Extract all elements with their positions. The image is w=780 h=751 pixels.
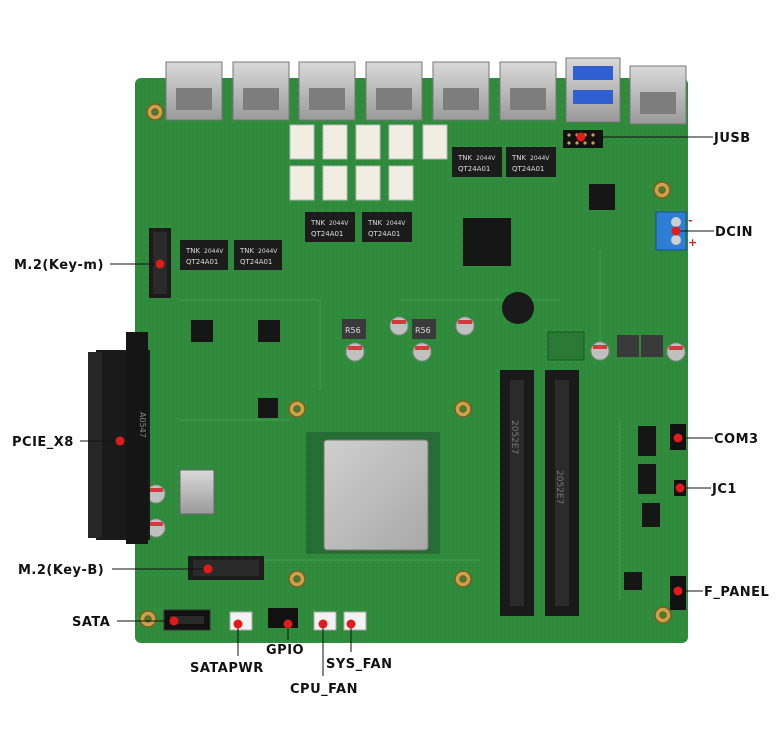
svg-text:QT24A01: QT24A01 [186,258,218,266]
label-m2-key-b: M.2(Key-B) [18,563,104,578]
callout-jusb: JUSB [576,131,751,146]
callout-gpio: GPIO [266,619,304,658]
svg-text:QT24A01: QT24A01 [368,230,400,238]
transformer-brand: TNK [185,247,201,255]
label-sata: SATA [72,615,110,630]
rj45-port-5 [432,61,490,121]
callout-jc1: JC1 [675,482,737,497]
label-f-panel: F_PANEL [704,585,769,600]
misc-ics [191,184,660,590]
buzzer [502,292,534,324]
callout-com3: COM3 [673,432,759,447]
mounting-holes [139,103,672,628]
svg-text:TNK: TNK [367,219,383,227]
so-dimm-slot-b: 2052E7 [545,370,579,616]
svg-text:QT24A01: QT24A01 [240,258,272,266]
sys-fan-connector [343,611,367,631]
pcie-slot-marking: A0547 [138,412,147,438]
transformer-chip-1: TNK 2044V QT24A01 [180,240,228,270]
label-sys-fan: SYS_FAN [326,657,392,672]
rj45-port-3 [298,61,356,121]
transformer-chip-5: TNK 2044V QT24A01 [452,147,502,177]
label-jc1: JC1 [711,482,737,497]
dcin-plus: + [688,236,697,249]
m2-key-b-slot [188,556,264,580]
svg-text:QT24A01: QT24A01 [458,165,490,173]
label-cpu-fan: CPU_FAN [290,682,358,697]
callout-sys-fan: SYS_FAN [326,619,392,672]
label-gpio: GPIO [266,643,304,658]
rj45-port-7 [629,65,687,125]
label-com3: COM3 [714,432,759,447]
transformer-chip-4: TNK 2044V QT24A01 [362,212,412,242]
inductors: R56 R56 [342,319,663,357]
svg-text:2044V: 2044V [204,248,224,255]
rj45-port-4 [365,61,423,121]
callout-satapwr: SATAPWR [190,619,264,676]
svg-text:2044V: 2044V [329,220,349,227]
capacitors [146,316,686,538]
label-dcin: DCIN [715,225,753,240]
svg-text:2044V: 2044V [386,220,406,227]
cpu-package [306,432,440,554]
svg-text:TNK: TNK [310,219,326,227]
svg-text:2044V: 2044V [530,155,550,162]
transformer-chip-3: TNK 2044V QT24A01 [305,212,355,242]
svg-text:TNK: TNK [511,154,527,162]
label-pcie-x8: PCIE_X8 [12,435,74,450]
svg-text:2044V: 2044V [476,155,496,162]
callout-m2-key-m: M.2(Key-m) [14,258,165,273]
svg-text:QT24A01: QT24A01 [311,230,343,238]
pcb-traces [180,250,621,600]
svg-text:2052E7: 2052E7 [554,470,564,504]
svg-text:2052E7: 2052E7 [509,420,519,454]
callout-f-panel: F_PANEL [673,585,769,600]
label-jusb: JUSB [713,131,751,146]
lan-transformer-chips: TNK 2044V QT24A01 TNK 2044V QT24A01 TNK … [180,147,556,270]
sim-slot [179,469,215,515]
gpio-header [268,608,298,628]
svg-text:TNK: TNK [457,154,473,162]
svg-text:2044V: 2044V [258,248,278,255]
callout-cpu-fan: CPU_FAN [290,619,358,697]
svg-text:QT24A01: QT24A01 [512,165,544,173]
svg-text:R56: R56 [415,326,431,335]
label-satapwr: SATAPWR [190,661,264,676]
svg-text:R56: R56 [345,326,361,335]
callout-sata: SATA [72,615,179,630]
callout-m2-key-b: M.2(Key-B) [18,563,213,578]
so-dimm-slot-a: 2052E7 [500,370,534,616]
rj45-ports [165,61,687,125]
label-m2-key-m: M.2(Key-m) [14,258,104,273]
dcin-minus: - [688,214,693,227]
magnetics-blocks [289,124,448,201]
rj45-port-1 [165,61,223,121]
usb3-stack [565,57,621,123]
svg-text:TNK: TNK [239,247,255,255]
rj45-port-2 [232,61,290,121]
rj45-port-6 [499,61,557,121]
transformer-chip-2: TNK 2044V QT24A01 [234,240,282,270]
pcie-x8-slot: A0547 [88,332,150,544]
callout-dcin: DCIN [671,225,753,240]
callout-pcie-x8: PCIE_X8 [12,435,125,450]
transformer-chip-6: TNK 2044V QT24A01 [506,147,556,177]
